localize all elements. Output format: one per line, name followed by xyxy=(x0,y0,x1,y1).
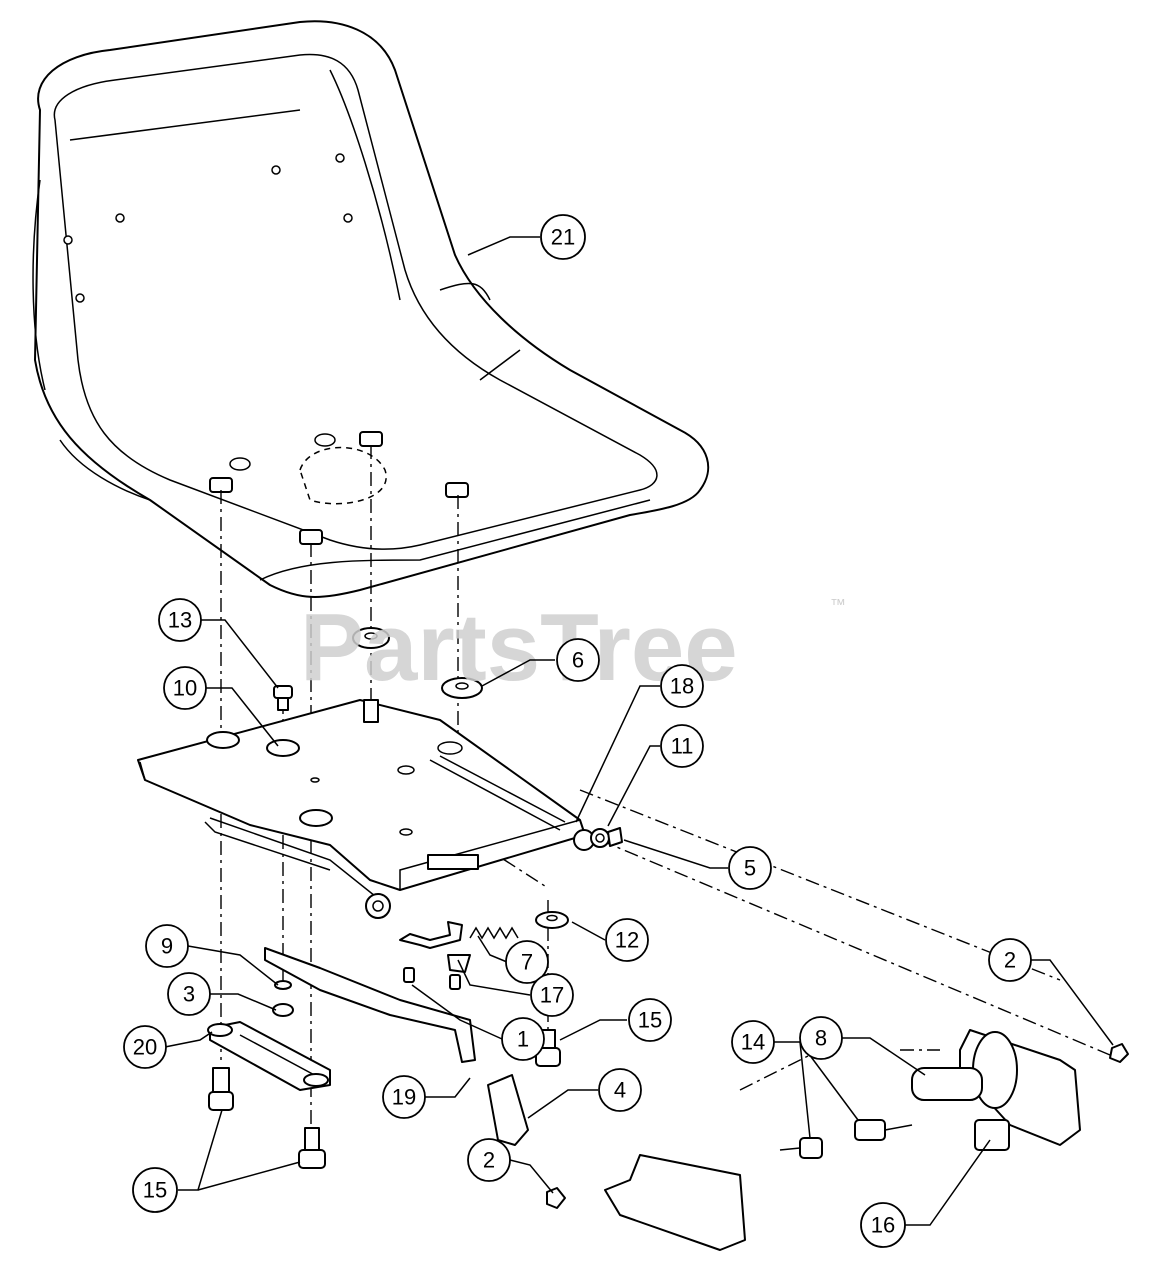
svg-text:2: 2 xyxy=(483,1148,495,1173)
svg-text:10: 10 xyxy=(173,676,197,701)
svg-text:3: 3 xyxy=(183,982,195,1007)
callout-2-bottom[interactable]: 2 xyxy=(467,1138,511,1182)
bolts-15 xyxy=(208,1029,561,1169)
callout-8[interactable]: 8 xyxy=(799,1016,843,1060)
svg-text:12: 12 xyxy=(615,928,639,953)
adjust-bracket xyxy=(207,947,529,1146)
svg-text:6: 6 xyxy=(572,648,584,673)
svg-text:5: 5 xyxy=(744,856,756,881)
callout-2-right[interactable]: 2 xyxy=(988,938,1032,982)
svg-text:17: 17 xyxy=(540,983,564,1008)
callout-15-left[interactable]: 15 xyxy=(132,1167,178,1213)
callout-1[interactable]: 1 xyxy=(501,1017,545,1061)
callout-3[interactable]: 3 xyxy=(167,972,211,1016)
svg-text:15: 15 xyxy=(638,1008,662,1033)
callout-13[interactable]: 13 xyxy=(158,598,202,642)
callout-14[interactable]: 14 xyxy=(731,1020,775,1064)
svg-text:2: 2 xyxy=(1004,948,1016,973)
svg-text:21: 21 xyxy=(551,225,575,250)
callout-4[interactable]: 4 xyxy=(598,1068,642,1112)
svg-text:7: 7 xyxy=(521,950,533,975)
svg-text:16: 16 xyxy=(871,1213,895,1238)
leader-lines xyxy=(164,236,1114,1226)
svg-text:4: 4 xyxy=(614,1078,626,1103)
callout-9[interactable]: 9 xyxy=(145,924,189,968)
callouts: 21 13 10 6 18 11 5 12 7 17 9 xyxy=(123,214,1032,1248)
callout-16[interactable]: 16 xyxy=(860,1202,906,1248)
spring-clip-washer xyxy=(399,911,569,990)
callout-17[interactable]: 17 xyxy=(530,973,574,1017)
grommets xyxy=(352,627,483,699)
svg-text:8: 8 xyxy=(815,1026,827,1051)
callout-19[interactable]: 19 xyxy=(382,1075,426,1119)
callout-10[interactable]: 10 xyxy=(163,666,207,710)
callout-18[interactable]: 18 xyxy=(660,664,704,708)
watermark-trademark: ™ xyxy=(830,597,846,614)
svg-text:18: 18 xyxy=(670,674,694,699)
svg-text:19: 19 xyxy=(392,1085,416,1110)
callout-15-right[interactable]: 15 xyxy=(628,998,672,1042)
svg-text:14: 14 xyxy=(741,1030,765,1055)
seat xyxy=(32,20,710,598)
svg-text:20: 20 xyxy=(133,1035,157,1060)
latch-assembly xyxy=(546,1029,1129,1251)
seat-plate xyxy=(137,699,623,919)
svg-text:1: 1 xyxy=(517,1027,529,1052)
callout-6[interactable]: 6 xyxy=(556,638,600,682)
callout-20[interactable]: 20 xyxy=(123,1025,167,1069)
svg-text:11: 11 xyxy=(671,734,694,759)
callout-5[interactable]: 5 xyxy=(728,846,772,890)
callout-21[interactable]: 21 xyxy=(540,214,586,260)
callout-7[interactable]: 7 xyxy=(505,940,549,984)
callout-12[interactable]: 12 xyxy=(605,918,649,962)
svg-text:13: 13 xyxy=(168,608,192,633)
callout-11[interactable]: 11 xyxy=(660,724,704,768)
svg-text:9: 9 xyxy=(161,934,173,959)
svg-text:15: 15 xyxy=(143,1178,167,1203)
